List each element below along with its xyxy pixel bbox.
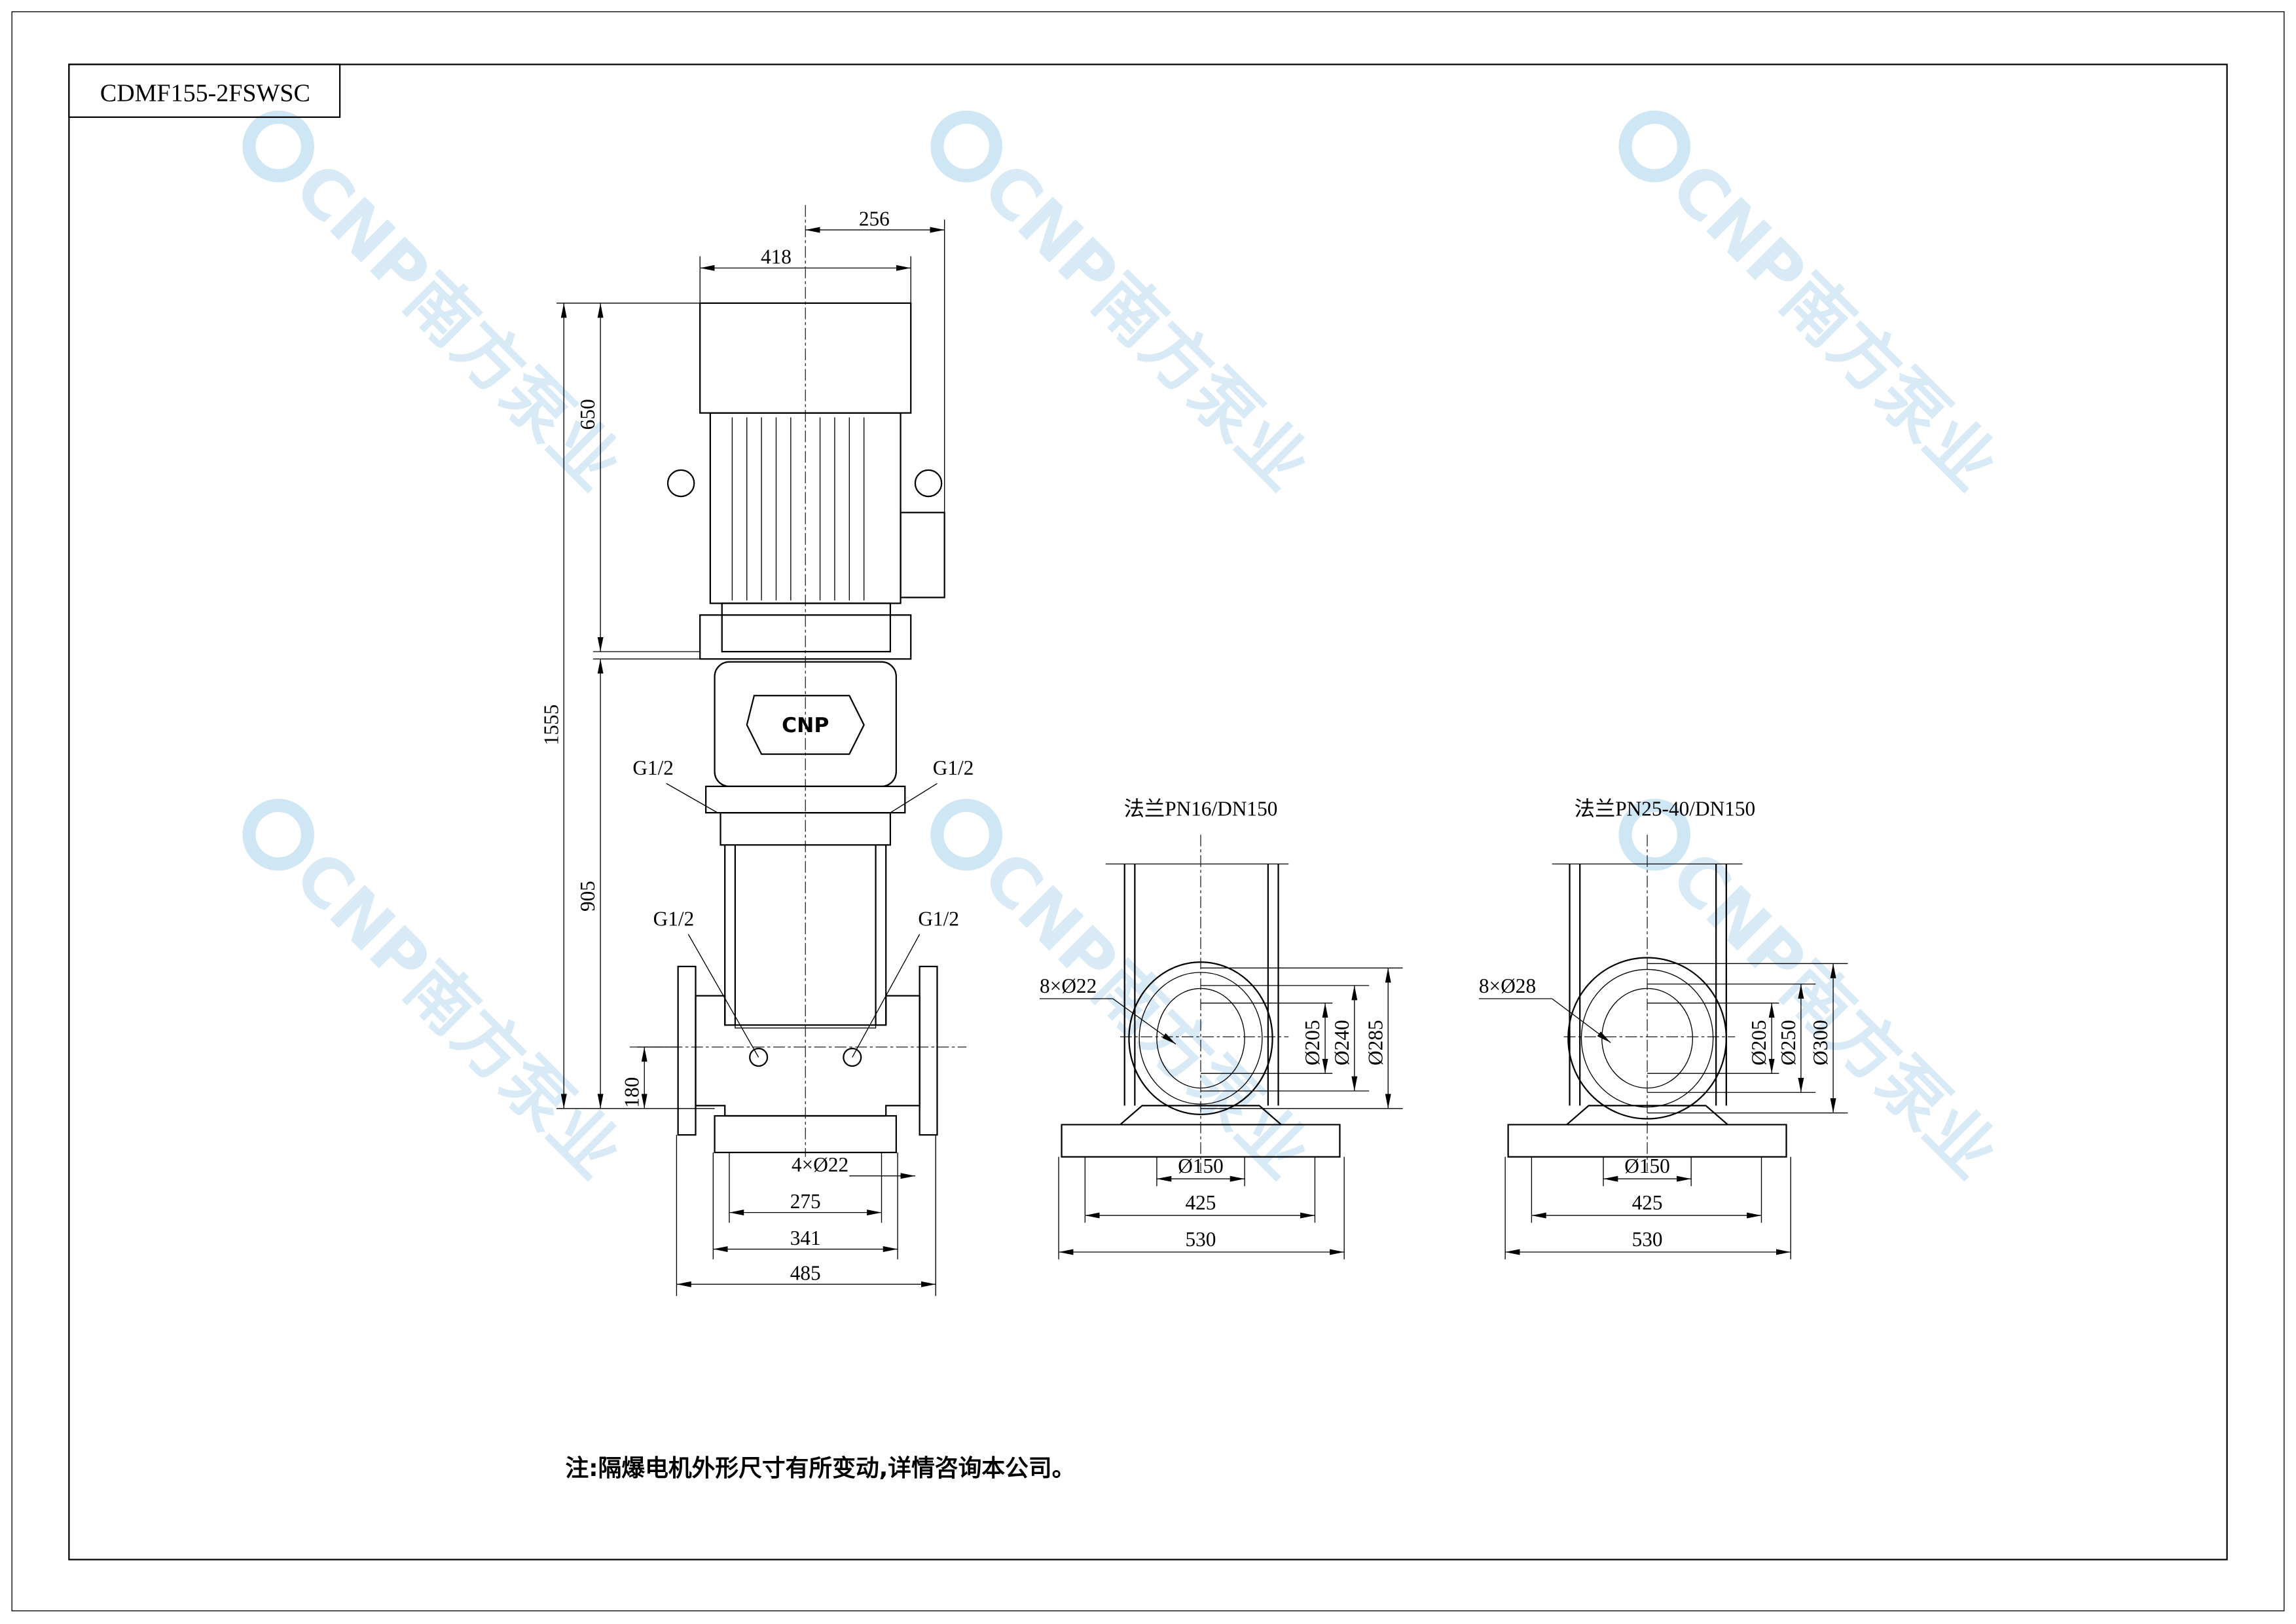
outlet-flange	[919, 965, 938, 1136]
dim-d2: Ø250	[1777, 1020, 1800, 1065]
dim-pump-height: 905	[576, 881, 599, 912]
outer-border	[11, 11, 2285, 1612]
dim-flange-span: 485	[790, 1261, 821, 1284]
note-text: 注:隔爆电机外形尺寸有所变动,详情咨询本公司。	[565, 1455, 1075, 1482]
svg-text:南方泵业: 南方泵业	[390, 948, 636, 1193]
dim-d1: Ø205	[1301, 1020, 1324, 1065]
dim-d1: Ø205	[1747, 1020, 1770, 1065]
dim-bolts: 8×Ø28	[1479, 974, 1536, 997]
dim-motor-offset: 256	[859, 207, 890, 230]
dim-span: 425	[1186, 1191, 1216, 1214]
svg-text:南方泵业: 南方泵业	[1078, 259, 1324, 505]
base-plate	[714, 1115, 897, 1154]
inlet-flange	[677, 965, 697, 1136]
lifting-eye	[666, 469, 695, 498]
dim-width: 530	[1186, 1228, 1216, 1251]
dim-bore: Ø150	[1178, 1154, 1224, 1177]
flange-title: 法兰PN25-40/DN150	[1575, 798, 1755, 821]
port-label: G1/2	[632, 756, 674, 779]
dim-d2: Ø240	[1330, 1020, 1353, 1065]
pump-base-casing	[695, 995, 920, 1117]
dim-inlet-height: 180	[620, 1077, 643, 1108]
dim-motor-width: 418	[761, 246, 792, 268]
pump-elevation-view: CNP	[629, 205, 967, 1157]
dim-d3: Ø300	[1809, 1020, 1832, 1065]
flange-view-pn16: 法兰PN16/DN150 Ø205 Ø240 Ø285 8×Ø22 Ø150 4…	[1040, 798, 1403, 1260]
terminal-box	[900, 511, 945, 599]
flange-view-pn25-40: 法兰PN25-40/DN150 Ø205 Ø250 Ø300 8×Ø28 Ø15…	[1478, 798, 1848, 1260]
inner-frame	[68, 64, 2228, 1560]
stage-sleeve	[735, 844, 877, 1029]
port-label: G1/2	[653, 907, 695, 930]
port-label: G1/2	[933, 756, 974, 779]
cnp-logo: CNP	[782, 714, 829, 737]
dim-d3: Ø285	[1364, 1020, 1387, 1065]
motor-stool	[699, 614, 912, 660]
title-block	[68, 64, 341, 119]
dim-span: 425	[1632, 1191, 1663, 1214]
svg-text:南方泵业: 南方泵业	[1766, 259, 2012, 505]
dim-overall-height: 1555	[539, 705, 562, 746]
lifting-eye	[914, 469, 943, 498]
dim-width: 530	[1632, 1228, 1663, 1251]
dim-base-width: 341	[790, 1227, 821, 1249]
dim-motor-height: 650	[576, 399, 599, 430]
svg-text:南方泵业: 南方泵业	[390, 259, 636, 505]
dim-bolt-span: 275	[790, 1190, 821, 1213]
pump-dimensions: 418 256 650 1555 905 180 G1/2 G1/2 G1/2 …	[539, 207, 974, 1297]
model-title: CDMF155-2FSWSC	[100, 79, 310, 107]
dim-bolts: 8×Ø22	[1040, 974, 1097, 997]
dim-bolt-holes: 4×Ø22	[792, 1153, 848, 1176]
port-label: G1/2	[918, 907, 959, 930]
flange-title: 法兰PN16/DN150	[1124, 798, 1278, 821]
dim-bore: Ø150	[1624, 1154, 1670, 1177]
